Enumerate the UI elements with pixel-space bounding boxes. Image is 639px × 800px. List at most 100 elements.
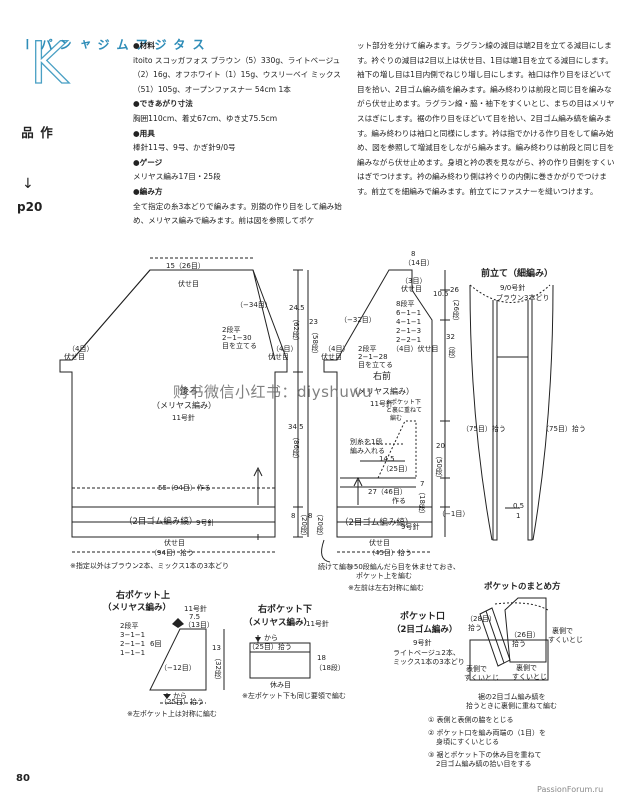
gauge-text: メリヤス編み17目・25段 [133, 172, 221, 182]
front-needle: 11号針 [370, 400, 393, 408]
ref-page: p20 [17, 200, 43, 214]
dim-neck-h2: 26 [450, 286, 459, 294]
front-neck-bind: 伏せ目 [401, 285, 422, 293]
front-neck-rule-0: 8段平 [396, 300, 415, 308]
assembly-step-2: 身頃にすくいとじる [436, 738, 500, 746]
dim-back-h2: 34.5 [288, 423, 304, 431]
method-text2: ット部分を分けて編みます。ラグラン線の減目は端2目を立てる減目にします。衿ぐりの… [357, 41, 615, 196]
front-side-7: 7 [420, 480, 425, 488]
front-note3: ※左前は左右対称に編む [348, 584, 424, 592]
front-rib-needle: 9号針 [401, 523, 420, 531]
front-continue: 続けて編む [318, 563, 353, 571]
placket-w2: 1 [516, 512, 521, 520]
back-raglan: （−34目） [236, 301, 272, 309]
pocket-top-dec: （−12目） [160, 664, 196, 672]
back-left-bind2: 伏せ目 [64, 353, 85, 361]
pocket-top-needle: 11号針 [184, 605, 207, 613]
back-cast-on: 55（94目）作る [158, 484, 211, 492]
back-stitch: （メリヤス編み） [152, 401, 216, 410]
dim-back-rib: 8 [291, 512, 296, 520]
dim-front-h1b: （58段） [311, 328, 319, 358]
dim-front-ribb: （20段） [316, 510, 324, 540]
front-note2: ポケット上を編む [356, 572, 412, 580]
page-number: 80 [16, 773, 30, 784]
instructions-col1: ●材料 itoito スコッガフォス ブラウン（5）330g、ライトベージュ（2… [133, 39, 348, 229]
pocket-top-rule-0: 2段平 [120, 622, 139, 630]
placket-needle: 9/0号針 [500, 284, 526, 292]
pocket-top-h: 13 [212, 644, 221, 652]
front-pocket-note2: と裏に重ねて [386, 407, 423, 414]
assembly-title: ポケットのまとめ方 [484, 582, 561, 592]
front-pocket-st: （25目） [382, 465, 412, 473]
pocket-top-outline [149, 628, 207, 691]
pocket-top-rule-end: 6回 [150, 640, 162, 648]
front-note1: ※50段編んだら目を休ませておき、 [348, 563, 460, 571]
front-pocket-note3: 編む [390, 415, 403, 422]
dim-neck-h3b: （段） [448, 342, 456, 363]
back-rule-1: 2段平 [222, 326, 241, 334]
dim-neck-h3: 32 [446, 333, 455, 341]
back-top-width: 15（26目） [166, 262, 205, 270]
pocket-mouth-title1: ポケット口 [400, 612, 446, 622]
assembly-step-1: ② ポケット口を編み両端の（1目）を [428, 729, 546, 737]
finish-text: 胸囲110cm、着丈67cm、ゆき丈75.5cm [133, 113, 278, 123]
assembly-step-0: ① 表側と表側の脇をとじる [428, 716, 514, 724]
pocket-bottom-outline [249, 642, 311, 679]
front-neck-rule-1: 6−1−1 [396, 309, 422, 317]
front-stitch: （メリヤス編み） [350, 387, 414, 396]
front-rib: （2目ゴム編み縞） [340, 518, 414, 528]
assembly-mid2: すくいとじ [512, 673, 547, 681]
dim-back-h1b: （62段） [292, 315, 300, 345]
instructions-col2: ット部分を分けて編みます。ラグラン線の減目は端2目を立てる減目にします。衿ぐりの… [357, 39, 619, 200]
watermark: 购书微信小红书：diyshuwu [173, 383, 373, 401]
placket-title: 前立て（細編み） [481, 269, 554, 279]
front-width-27: 27（46目） [368, 488, 407, 496]
front-left-bind2: 伏せ目 [321, 353, 342, 361]
assembly-mid: 裏側で [516, 664, 537, 672]
assembly-left2: すくいとじ [464, 674, 499, 682]
dim-neck-h1: 10.5 [433, 290, 449, 298]
pocket-bottom-rest: 休み目 [270, 681, 291, 689]
front-neck-rule-3: 2−1−3 [396, 327, 422, 335]
front-left-bind: （4目） [324, 345, 350, 353]
back-bottom-bind: 伏せ目 [164, 539, 185, 547]
pocket-top-top-w: 7.5 [189, 613, 201, 621]
front-name: 右前 [373, 372, 392, 382]
placket-pick-right: （75目）拾う [542, 425, 586, 433]
front-rule-3: 目を立てる [358, 361, 393, 369]
back-name: 後ろ [180, 387, 199, 397]
back-rib-needle: 9号針 [196, 519, 215, 527]
tools-heading: ●用具 [133, 128, 155, 138]
front-neck-label: （3目） [401, 277, 427, 285]
front-width-27b: 作る [392, 497, 406, 505]
dim-back-h2b: （86段） [292, 433, 300, 463]
finish-heading: ●できあがり寸法 [133, 99, 193, 109]
method-text1: 全て指定の糸3本どりで編みます。別鎖の作り目をして編み始め、メリヤス編みで編みま… [133, 201, 342, 226]
materials-heading: ●材料 [133, 41, 155, 50]
ref-label: 作品 [19, 126, 53, 140]
front-side-18: （18段） [418, 488, 426, 518]
front-pickup: （45目）拾う [368, 549, 412, 557]
pocket-mouth-color2: ミックス1本の3本どり [393, 658, 465, 666]
assembly-pick2b: 拾う [512, 640, 526, 648]
pocket-bottom-note: ※左ポケット下も同じ要領で編む [242, 692, 346, 700]
placket-color: ブラウン3本どり [496, 294, 550, 302]
front-sep-note1: 別糸を1段 [350, 438, 383, 446]
site-credit: PassionForum.ru [537, 785, 604, 794]
front-top-w2: （14目） [404, 259, 434, 267]
front-raglan: （−32目） [340, 316, 376, 324]
assembly-left: 表側で [466, 665, 487, 673]
pocket-bottom-cast: （25目）拾う [248, 643, 292, 651]
project-letter: K [29, 29, 69, 97]
back-note: ※指定以外はブラウン2本、ミックス1本の3本どり [70, 562, 230, 570]
pocket-top-note: ※左ポケット上は対称に編む [127, 710, 217, 718]
pocket-top-title1: 右ポケット上 [116, 591, 171, 601]
assembly-pick1b: 拾う [468, 624, 482, 632]
front-rule-1: 2段平 [358, 345, 377, 353]
front-neck-rule-5: （4目）伏せ目 [392, 345, 439, 353]
pocket-top-rule-3: 1−1−1 [120, 649, 146, 657]
front-pocket-h: 20 [436, 442, 445, 450]
assembly-side: 裏側で [552, 627, 573, 635]
pocket-bottom-needle: 11号針 [306, 620, 329, 628]
